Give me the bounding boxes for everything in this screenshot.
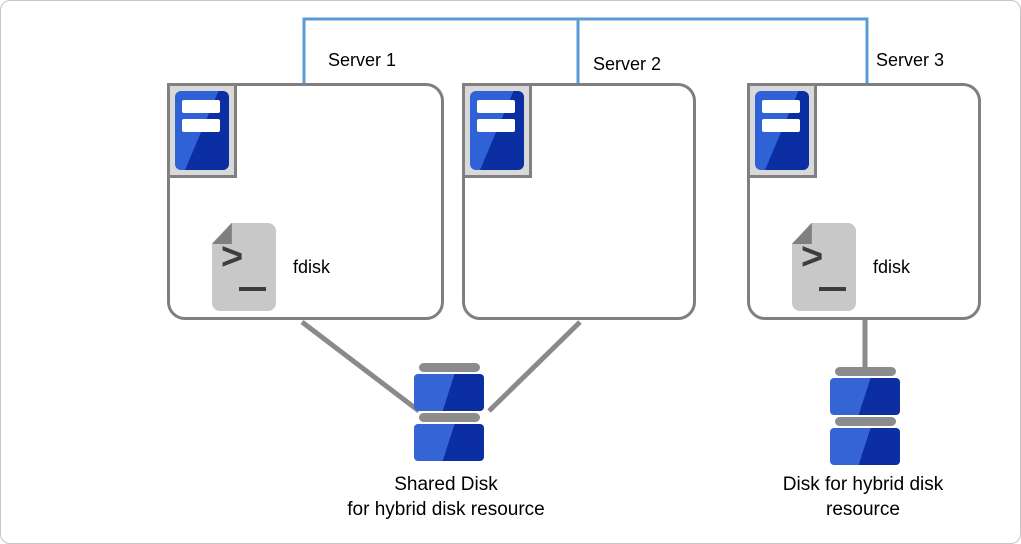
server-slot-bar (477, 100, 515, 113)
fdisk-script-icon: > (212, 223, 276, 311)
fdisk-script-icon: > (792, 223, 856, 311)
server1-to-shared-disk-line (300, 320, 421, 413)
server-tower-icon-body (470, 91, 524, 170)
disk-bar (834, 367, 896, 376)
server-slot-bar (182, 119, 220, 132)
terminal-cursor-glyph (239, 287, 266, 291)
server3-label: Server 3 (876, 50, 945, 70)
fdisk-item: > fdisk (792, 223, 910, 311)
hybrid-disk-caption-line1: Disk for hybrid disk (782, 474, 944, 495)
hybrid-disk-caption-line2: resource (826, 499, 900, 520)
terminal-prompt-glyph: > (801, 236, 824, 278)
shared-disk-caption-line1: Shared Disk (394, 474, 498, 495)
server-tower-icon (462, 83, 532, 178)
server-slot-bar (762, 119, 800, 132)
server1-label: Server 1 (328, 50, 397, 70)
disk-bar (418, 363, 480, 372)
server-slot-bar (477, 119, 515, 132)
hybrid-disk-caption: Disk for hybrid disk resource (743, 472, 983, 522)
fdisk-item: > fdisk (212, 223, 330, 311)
disk-bar (418, 413, 480, 422)
terminal-prompt-glyph: > (221, 236, 244, 278)
server-tower-icon-body (175, 91, 229, 170)
server-tower-icon-body (755, 91, 809, 170)
fdisk-label: fdisk (873, 256, 911, 277)
shared-disk-caption: Shared Disk for hybrid disk resource (301, 472, 591, 522)
disk-platter (414, 374, 484, 411)
shared-disk-icon (414, 363, 484, 463)
disk-bar (834, 417, 896, 426)
fdisk-label: fdisk (293, 256, 331, 277)
disk-platter (830, 378, 900, 415)
disk-platter (414, 424, 484, 461)
server-tower-icon (167, 83, 237, 178)
network-interconnect-line (302, 17, 869, 83)
shared-disk-caption-line2: for hybrid disk resource (347, 499, 545, 520)
server-slot-bar (762, 100, 800, 113)
terminal-cursor-glyph (819, 287, 846, 291)
server1-box: > fdisk (167, 83, 444, 320)
server2-box (462, 83, 696, 320)
server-slot-bar (182, 100, 220, 113)
server2-label: Server 2 (593, 54, 662, 74)
server3-box: > fdisk (747, 83, 981, 320)
server2-to-shared-disk-line (487, 320, 582, 413)
disk-platter (830, 428, 900, 465)
hybrid-disk-icon (830, 367, 900, 467)
server-tower-icon (747, 83, 817, 178)
